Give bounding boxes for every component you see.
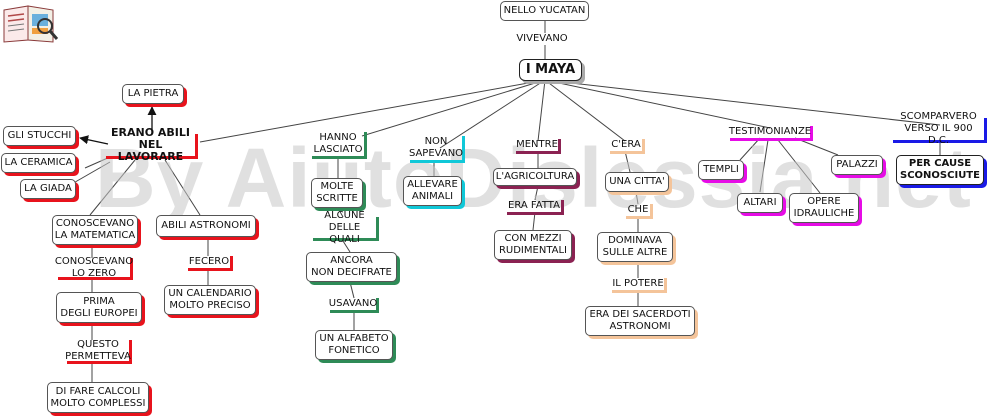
node-una-citta[interactable]: UNA CITTA' xyxy=(605,172,669,192)
node-altari[interactable]: ALTARI xyxy=(737,193,783,213)
node-palazzi[interactable]: PALAZZI xyxy=(831,155,883,175)
node-abili-astronomi[interactable]: ABILI ASTRONOMI xyxy=(156,215,256,237)
node-calendario[interactable]: UN CALENDARIO MOLTO PRECISO xyxy=(164,285,256,315)
node-allevare-animali[interactable]: ALLEVARE ANIMALI xyxy=(403,176,462,206)
link-era-fatta: ERA FATTA xyxy=(507,200,564,215)
node-la-pietra[interactable]: LA PIETRA xyxy=(122,84,184,104)
node-calcoli-complessi[interactable]: DI FARE CALCOLI MOLTO COMPLESSI xyxy=(47,382,149,413)
node-dominava[interactable]: DOMINAVA SULLE ALTRE xyxy=(597,232,673,262)
node-ancora-non-decifrate[interactable]: ANCORA NON DECIFRATE xyxy=(306,252,397,282)
link-conoscevano-zero: CONOSCEVANO LO ZERO xyxy=(54,255,134,280)
link-hanno-lasciato: HANNO LASCIATO xyxy=(312,132,367,159)
node-cause-sconosciute[interactable]: PER CAUSE SCONOSCIUTE xyxy=(896,155,984,185)
link-che: CHE xyxy=(626,204,653,219)
node-templi[interactable]: TEMPLI xyxy=(698,160,744,180)
link-scomparvero: SCOMPARVERO VERSO IL 900 D.C. xyxy=(893,111,987,146)
node-conoscevano-matematica[interactable]: CONOSCEVANO LA MATEMATICA xyxy=(52,215,138,245)
node-molte-scritte[interactable]: MOLTE SCRITTE xyxy=(311,178,363,208)
node-la-giada[interactable]: LA GIADA xyxy=(20,179,76,199)
link-questo-permetteva: QUESTO PERMETTEVA xyxy=(65,339,132,364)
node-sacerdoti-astronomi[interactable]: ERA DEI SACERDOTI ASTRONOMI xyxy=(585,306,695,336)
link-alcune-delle-quali: ALCUNE DELLE QUALI xyxy=(313,210,379,245)
root-node-i-maya[interactable]: I MAYA xyxy=(519,59,582,81)
link-fecero: FECERO xyxy=(188,256,233,271)
node-agricoltura[interactable]: L'AGRICOLTURA xyxy=(493,168,577,186)
node-alfabeto-fonetico[interactable]: UN ALFABETO FONETICO xyxy=(315,330,393,360)
node-opere-idrauliche[interactable]: OPERE IDRAULICHE xyxy=(789,193,859,223)
node-nello-yucatan[interactable]: NELLO YUCATAN xyxy=(500,1,589,21)
link-mentre: MENTRE xyxy=(516,139,561,154)
book-logo-icon xyxy=(3,5,59,43)
link-usavano: USAVANO xyxy=(329,298,379,313)
node-prima-europei[interactable]: PRIMA DEGLI EUROPEI xyxy=(56,292,142,323)
link-il-potere: IL POTERE xyxy=(612,278,667,293)
node-gli-stucchi[interactable]: GLI STUCCHI xyxy=(3,126,76,146)
node-erano-abili[interactable]: ERANO ABILI NEL LAVORARE xyxy=(106,127,198,163)
link-cera: C'ERA xyxy=(610,139,645,154)
node-mezzi-rudimentali[interactable]: CON MEZZI RUDIMENTALI xyxy=(494,230,572,260)
link-testimonianze: TESTIMONIANZE xyxy=(729,126,813,141)
link-non-sapevano: NON SAPEVANO xyxy=(409,136,465,163)
node-la-ceramica[interactable]: LA CERAMICA xyxy=(1,153,76,173)
link-vivevano: VIVEVANO xyxy=(516,33,568,44)
